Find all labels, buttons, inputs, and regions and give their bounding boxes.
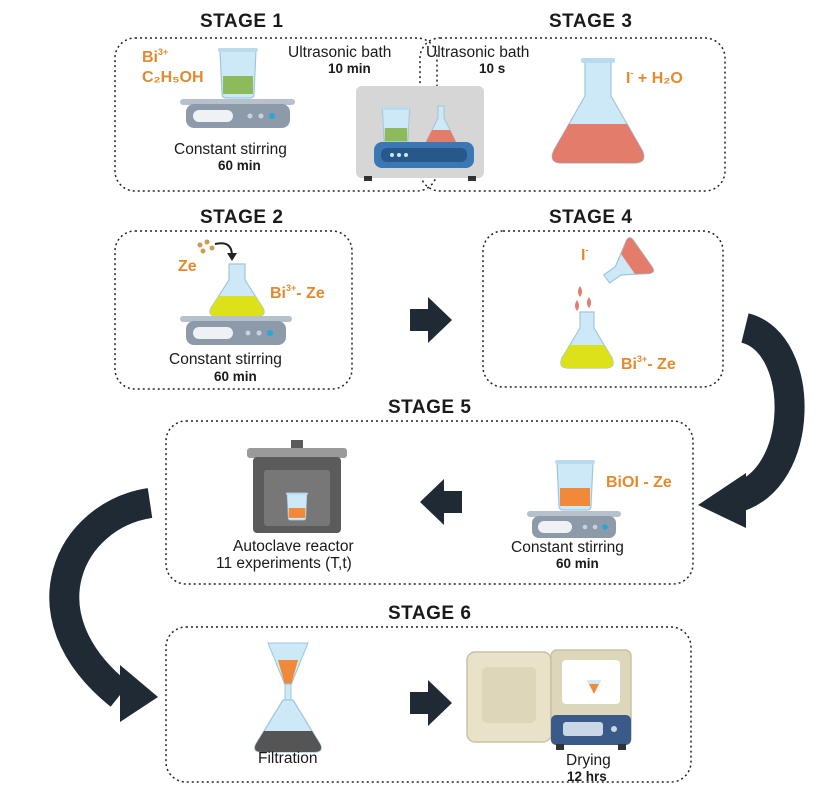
- stage2-stirring-label: Constant stirring: [169, 351, 282, 368]
- arrow-stage2-to-stage4: [410, 297, 452, 343]
- filtration-icon: [254, 642, 322, 753]
- stage1-stirrer-icon: [180, 47, 295, 128]
- stage4-title: STAGE 4: [549, 207, 633, 228]
- stage4-pouring-icon: [560, 237, 655, 369]
- drying-label: Drying: [566, 752, 611, 769]
- stage3-flask-icon: [551, 58, 645, 164]
- stage2-complex: Bi3+- Ze: [270, 283, 325, 302]
- stage6-box: [165, 626, 692, 783]
- stage1-title: STAGE 1: [200, 11, 284, 32]
- stage5-stirring-label: Constant stirring: [511, 539, 624, 556]
- stage6-title: STAGE 6: [388, 603, 472, 624]
- stage2-box: [114, 230, 353, 390]
- stage5-title: STAGE 5: [388, 397, 472, 418]
- reactor-detail: 11 experiments (T,t): [216, 555, 352, 572]
- stage1-bi-ion: Bi3+: [142, 47, 169, 66]
- stage1-bath-label: Ultrasonic bath: [288, 44, 392, 61]
- curved-arrow-stage5-to-stage6: [49, 488, 158, 722]
- stage5-stirring-time: 60 min: [556, 556, 599, 571]
- stage4-box: [482, 230, 724, 388]
- arrow-filtration-to-drying: [410, 680, 452, 726]
- stage2-title: STAGE 2: [200, 207, 284, 228]
- stage5-stirrer-icon: [527, 459, 621, 538]
- stage3-bath-time: 10 s: [479, 61, 506, 76]
- curved-arrow-stage4-to-stage5: [698, 313, 805, 528]
- ultrasonic-bath-icon: [356, 86, 484, 181]
- stage1-bath-time: 10 min: [328, 61, 371, 76]
- stage1-stirring-label: Constant stirring: [174, 141, 287, 158]
- stage3-reagents: I- + H₂O: [626, 68, 683, 87]
- drying-oven-icon: [466, 649, 632, 750]
- stage4-complex: Bi3+- Ze: [621, 354, 676, 373]
- drying-time: 12 hrs: [567, 769, 607, 784]
- stage5-product: BiOI - Ze: [606, 474, 672, 491]
- stage1-stirring-time: 60 min: [218, 158, 261, 173]
- stage2-ze-label: Ze: [178, 258, 197, 275]
- stage5-box: [165, 420, 694, 585]
- autoclave-reactor-icon: [247, 440, 347, 533]
- filtration-label: Filtration: [258, 750, 318, 767]
- arrow-stage5-stirrer-to-reactor: [420, 479, 462, 525]
- stage3-bath-label: Ultrasonic bath: [426, 44, 530, 61]
- stage1-box: [114, 37, 438, 192]
- reactor-label: Autoclave reactor: [233, 538, 354, 555]
- stage2-stirring-time: 60 min: [214, 369, 257, 384]
- stage1-ethanol: C₂H₅OH: [142, 69, 204, 86]
- stage4-iodide: I-: [581, 245, 589, 264]
- stage2-stirrer-icon: [180, 239, 292, 345]
- stage3-title: STAGE 3: [549, 11, 633, 32]
